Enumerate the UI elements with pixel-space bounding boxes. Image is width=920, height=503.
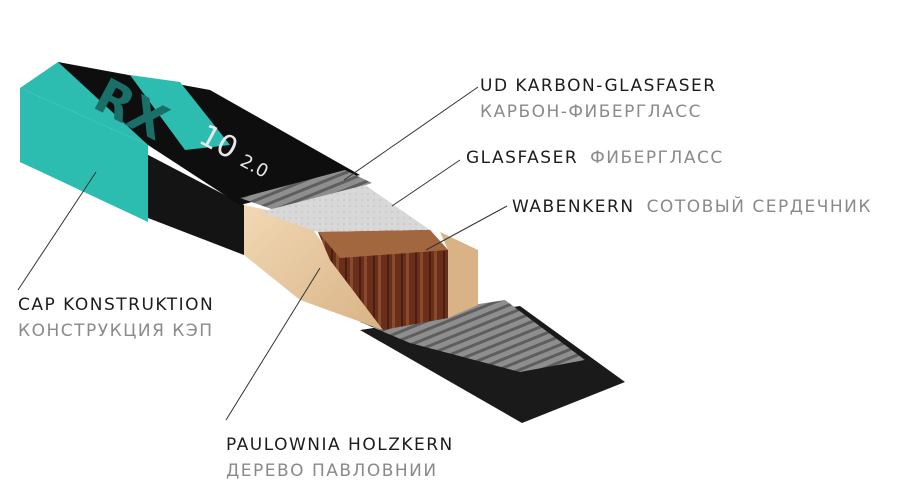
- label-wabenkern: WABENKERN СОТОВЫЙ СЕРДЕЧНИК: [512, 194, 872, 220]
- label-cap: CAP KONSTRUKTION КОНСТРУКЦИЯ КЭП: [18, 292, 214, 344]
- leader-paulownia: [225, 267, 321, 421]
- label-cap-de: CAP KONSTRUKTION: [18, 295, 215, 315]
- label-wabenkern-ru: СОТОВЫЙ СЕРДЕЧНИК: [646, 197, 872, 217]
- label-glasfaser-de: GLASFASER: [466, 148, 579, 168]
- label-paulownia-ru: ДЕРЕВО ПАВЛОВНИИ: [226, 461, 438, 481]
- paulownia-wood-core: [244, 205, 383, 330]
- wood-right-block: [440, 232, 478, 318]
- label-glasfaser-ru: ФИБЕРГЛАСС: [590, 148, 724, 168]
- honeycomb-top: [318, 230, 448, 258]
- label-wabenkern-de: WABENKERN: [512, 197, 635, 217]
- label-ud-karbon: UD KARBON-GLASFASER КАРБОН-ФИБЕРГЛАСС: [480, 73, 717, 125]
- label-cap-ru: КОНСТРУКЦИЯ КЭП: [18, 321, 214, 341]
- leader-wabenkern: [425, 205, 508, 251]
- label-paulownia-de: PAULOWNIA HOLZKERN: [226, 435, 454, 455]
- leader-glasfaser: [391, 159, 461, 207]
- label-ud-karbon-de: UD KARBON-GLASFASER: [480, 76, 717, 96]
- label-ud-karbon-ru: КАРБОН-ФИБЕРГЛАСС: [480, 102, 702, 122]
- leader-ud-karbon: [343, 86, 479, 181]
- label-glasfaser: GLASFASER ФИБЕРГЛАСС: [466, 145, 724, 171]
- ud-carbon-layer: [240, 170, 372, 212]
- leader-cap: [17, 171, 97, 291]
- fiberglass-layer: [260, 185, 430, 232]
- cap-teal-face: [20, 88, 148, 222]
- cap-teal-stripe: [130, 75, 230, 150]
- label-paulownia: PAULOWNIA HOLZKERN ДЕРЕВО ПАВЛОВНИИ: [226, 432, 454, 484]
